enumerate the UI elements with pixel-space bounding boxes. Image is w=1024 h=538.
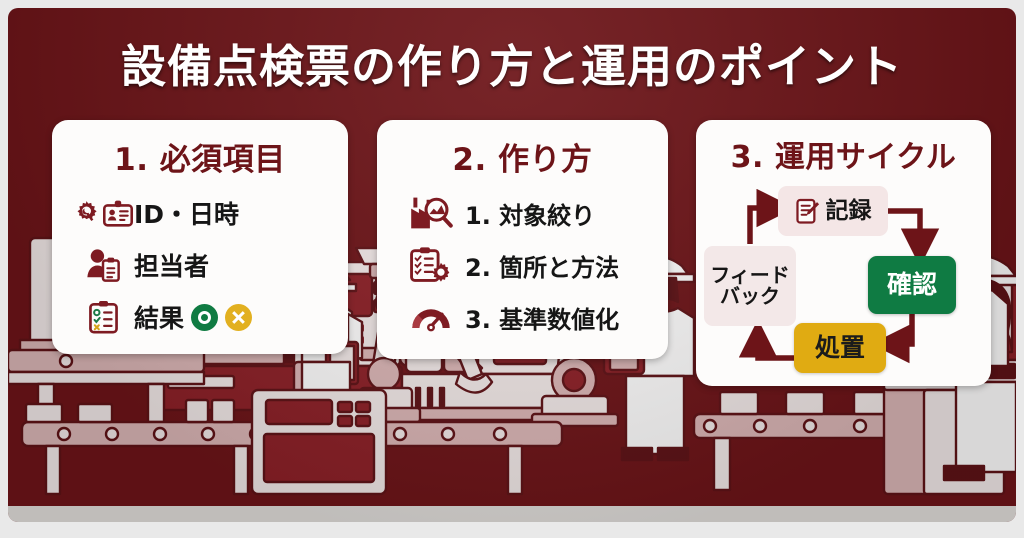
list-item: 結果 [52, 291, 348, 343]
card2-row2-label: 2. 箇所と方法 [465, 253, 620, 282]
card2-row3-label: 3. 基準数値化 [465, 305, 620, 334]
page-title: 設備点検票の作り方と運用のポイント [120, 40, 903, 93]
list-item: 3. 基準数値化 [377, 291, 668, 343]
cycle-node-check: 確認 [868, 256, 956, 314]
checklist-clipboard-icon [88, 300, 118, 334]
cycle-feedback-line1: フィード [710, 263, 790, 287]
control-cabinet [250, 388, 388, 496]
conveyor-boxes-left [24, 398, 236, 424]
clipboard-gear-icon [410, 247, 450, 282]
cycle-feedback-line2: バック [720, 284, 780, 308]
card3-heading: 3. 運用サイクル [730, 140, 957, 175]
card-required-items: 1. 必須項目 [52, 120, 348, 354]
arrow-record-to-check [888, 208, 940, 267]
person-clipboard-icon [87, 249, 120, 282]
card1-row2-icons [72, 248, 134, 282]
card1-row1-icons [72, 200, 134, 227]
card1-row3-icons [72, 300, 134, 334]
note-pencil-icon [795, 198, 819, 224]
card1-row3-label: 結果 [134, 299, 253, 335]
list-item: 1. 対象絞り [377, 187, 668, 239]
card1-row1-label: ID・日時 [134, 200, 240, 229]
card1-heading: 1. 必須項目 [114, 142, 286, 178]
cycle-node-action: 処置 [794, 323, 886, 373]
card2-row3-icon [403, 300, 459, 334]
arrow-feedback-to-record [747, 188, 795, 244]
conveyor-left [8, 348, 206, 424]
card1-row3-text: 結果 [134, 304, 185, 333]
gauge-meter-icon [412, 309, 450, 332]
card-operation-cycle: 3. 運用サイクル [696, 120, 991, 386]
operation-cycle-diagram: 記録 確認 処置 フィード バック [696, 178, 991, 383]
card-how-to-make: 2. 作り方 1. 対象絞り [377, 120, 668, 359]
list-item: 2. 箇所と方法 [377, 239, 668, 291]
maroon-panel: .ol { stroke:#5e1216; stroke-width:2.4; … [8, 8, 1016, 522]
card2-item-list: 1. 対象絞り [377, 187, 668, 343]
card1-item-list: ID・日時 [52, 187, 348, 343]
card2-row1-icon [403, 195, 459, 231]
circle-ok-mark [191, 303, 219, 331]
card2-heading: 2. 作り方 [452, 142, 593, 178]
card1-row2-label: 担当者 [134, 252, 210, 281]
list-item: 担当者 [52, 239, 348, 291]
card2-row2-icon [403, 246, 459, 284]
arrow-action-to-feedback [738, 319, 794, 361]
id-badge-icon [103, 200, 133, 227]
gear-wrench-icon [77, 200, 97, 221]
cycle-node-record: 記録 [778, 186, 888, 236]
cycle-record-label: 記録 [825, 197, 872, 224]
arrow-check-to-action [871, 314, 915, 364]
card2-row1-label: 1. 対象絞り [465, 201, 596, 230]
cycle-node-feedback: フィード バック [704, 246, 796, 326]
cross-ng-mark [225, 303, 253, 331]
factory-magnifier-icon [411, 197, 453, 229]
list-item: ID・日時 [52, 187, 348, 239]
